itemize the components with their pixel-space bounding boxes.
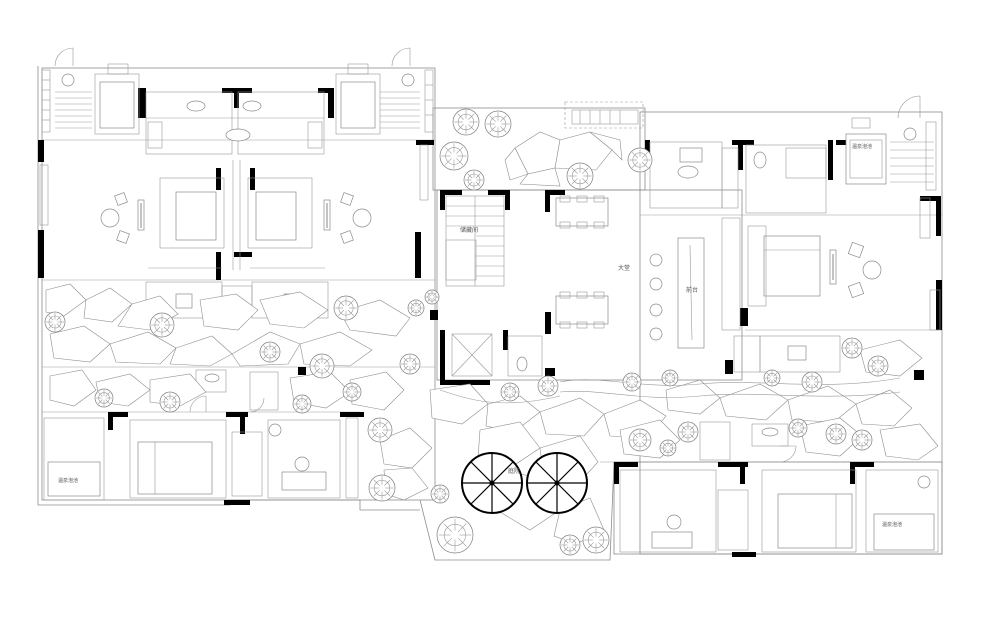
bed-icon xyxy=(255,191,297,241)
sink-icon xyxy=(242,100,262,112)
tree-icon xyxy=(436,516,474,554)
hotspring-pool-bottom-right xyxy=(873,513,935,551)
storage-label: 储藏间 xyxy=(460,226,478,234)
tree-icon xyxy=(463,169,485,191)
hotspring-label-bottom-right: 温泉泡池 xyxy=(882,521,902,528)
tree-icon xyxy=(763,369,781,387)
tree-icon xyxy=(439,141,469,171)
tree-icon xyxy=(661,369,679,387)
tree-icon xyxy=(44,311,66,333)
window-strips xyxy=(39,69,941,331)
right-bottom-rooms xyxy=(619,421,939,553)
bed-icon xyxy=(777,493,853,549)
tree-icon xyxy=(452,108,480,136)
bed-icon xyxy=(763,235,821,297)
hotspring-label-left: 温泉泡池 xyxy=(58,477,78,484)
entry-garden xyxy=(504,101,644,187)
tree-icon xyxy=(149,312,175,338)
tree-icon xyxy=(430,484,450,504)
tree-icon xyxy=(94,388,114,408)
reception-label: 前台 xyxy=(686,286,698,294)
tree-icon xyxy=(582,526,610,554)
sink-icon xyxy=(186,100,206,112)
tree-icon xyxy=(622,372,642,392)
tree-icon xyxy=(851,429,873,451)
tree-icon xyxy=(259,341,281,363)
tree-icon xyxy=(399,353,421,375)
tree-icon xyxy=(407,299,425,317)
tree-icon xyxy=(825,423,847,445)
tree-icon xyxy=(841,337,863,359)
left-bottom-rooms xyxy=(43,369,359,501)
trees xyxy=(44,108,889,556)
tree-icon xyxy=(537,375,559,397)
tree-icon xyxy=(677,421,699,443)
lobby-label: 大堂 xyxy=(618,264,630,272)
sofa-icon xyxy=(651,531,693,549)
hotspring-pool-top-right xyxy=(845,133,887,185)
tree-icon xyxy=(801,371,823,393)
bed-icon xyxy=(175,191,217,241)
tree-icon xyxy=(627,147,653,173)
sink-icon xyxy=(677,165,699,179)
toilet-icon xyxy=(401,73,415,87)
tree-icon xyxy=(424,289,440,305)
bathtub-left xyxy=(99,81,135,129)
tree-icon xyxy=(309,353,335,379)
toilet-icon xyxy=(753,151,767,169)
sofa-icon xyxy=(281,471,327,491)
hotspring-pool-left xyxy=(47,461,101,497)
tree-icon xyxy=(559,534,581,556)
toilet-icon xyxy=(516,356,528,372)
bathtub-right xyxy=(340,81,376,129)
tree-icon xyxy=(659,439,677,457)
tree-icon xyxy=(159,391,181,413)
tree-icon xyxy=(566,162,594,190)
right-top-rooms xyxy=(649,95,921,373)
reception-desk xyxy=(677,237,705,349)
tree-icon xyxy=(484,110,512,138)
tree-icon xyxy=(368,474,396,502)
tree-icon xyxy=(867,355,889,377)
tree-icon xyxy=(292,394,312,414)
tree-icon xyxy=(788,418,808,438)
lobby: 储藏间 大堂 前台 xyxy=(445,195,741,377)
tree-icon xyxy=(500,382,520,402)
parasol-icon xyxy=(461,452,523,514)
tree-icon xyxy=(628,428,652,452)
structural-walls xyxy=(38,88,942,557)
parasol-icon xyxy=(526,452,588,514)
parasols xyxy=(461,452,588,514)
toilet-icon xyxy=(903,127,917,141)
tree-icon xyxy=(333,295,359,321)
toilet-icon xyxy=(61,73,75,87)
bed-icon xyxy=(137,441,213,495)
courtyard-label: 庭院 xyxy=(508,467,520,475)
room-labels: 庭院 温泉泡池 温泉泡池 温泉泡池 xyxy=(58,143,902,528)
left-bedrooms xyxy=(100,160,372,319)
hotspring-label-top-right: 温泉泡池 xyxy=(852,143,872,150)
tree-icon xyxy=(342,382,362,402)
tree-icon xyxy=(367,417,393,443)
left-top-bathrooms xyxy=(54,47,415,155)
